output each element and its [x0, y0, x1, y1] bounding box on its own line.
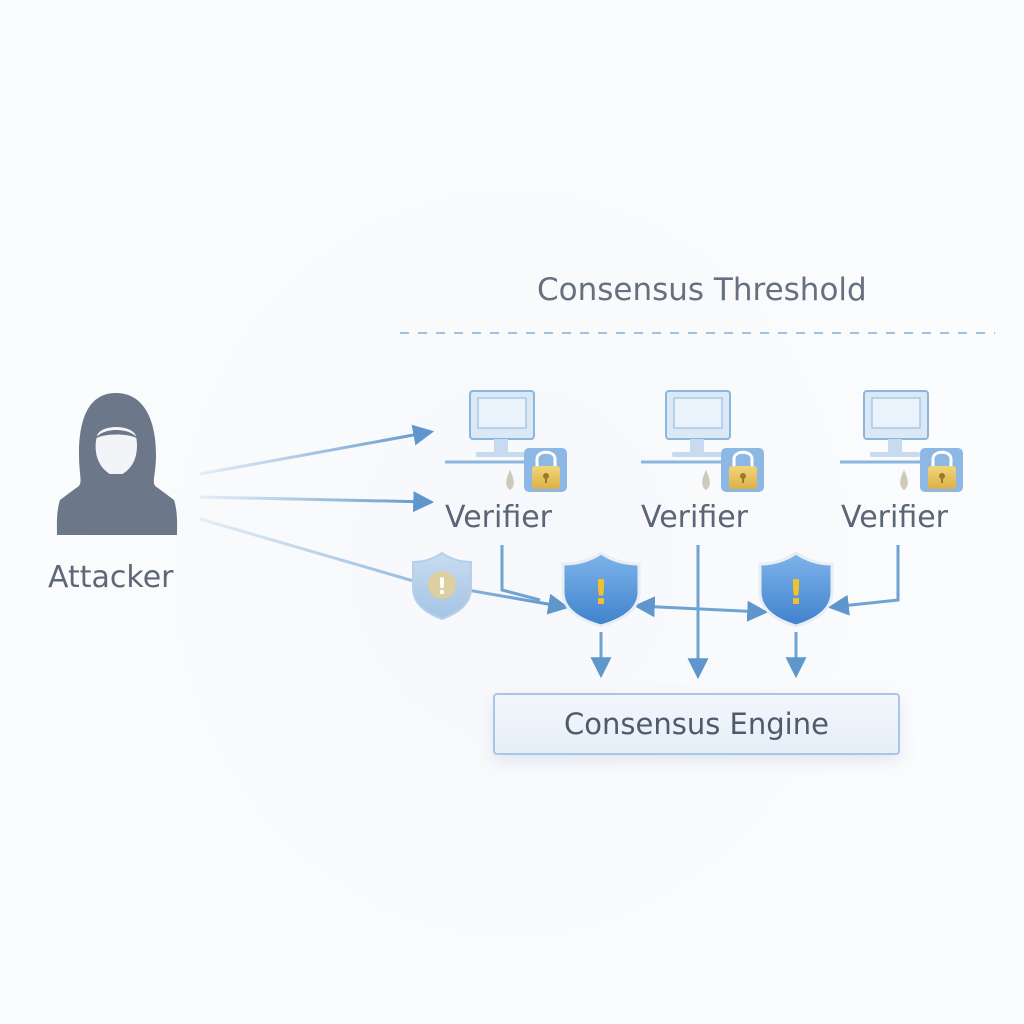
attack-arrow-bottom [199, 517, 570, 615]
padlock-icon [524, 448, 567, 492]
verifier-label-2: Verifier [641, 500, 749, 535]
computer-icon [840, 390, 929, 490]
warning-symbol: ! [593, 573, 609, 613]
hooded-attacker-icon [56, 393, 178, 535]
consensus-engine-label: Consensus Engine [564, 707, 829, 741]
attacker-label: Attacker [48, 560, 174, 595]
threshold-label: Consensus Threshold [537, 272, 867, 308]
warning-shield-icon: ! [561, 551, 641, 628]
warning-symbol: ! [788, 573, 804, 613]
warning-shield-icon: ! [412, 551, 472, 621]
connector-shield-link [633, 596, 769, 622]
verifier-label-1: Verifier [445, 500, 553, 535]
warning-symbol: ! [437, 575, 447, 600]
consensus-engine-box: Consensus Engine [493, 693, 900, 755]
warning-shield-icon: ! [758, 551, 834, 628]
attack-arrow-middle [199, 491, 435, 513]
padlock-icon [721, 448, 764, 492]
attack-arrow-top [199, 424, 435, 476]
computer-icon [445, 390, 535, 490]
connector-verifier-1 [500, 545, 541, 602]
connector-verifier-3 [827, 545, 900, 616]
computer-icon [641, 390, 731, 490]
verifier-label-3: Verifier [841, 500, 949, 535]
padlock-icon [920, 448, 963, 492]
